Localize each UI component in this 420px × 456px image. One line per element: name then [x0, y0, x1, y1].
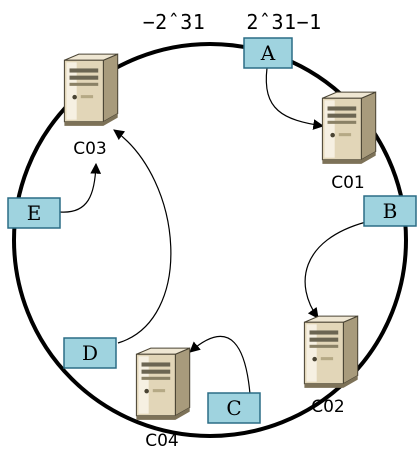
node-label: B	[383, 199, 398, 223]
node-a: A	[243, 37, 293, 69]
node-box	[63, 337, 117, 369]
server-icon	[321, 91, 377, 165]
arrow-c-to-c04	[189, 336, 251, 395]
arrow-a-to-c01	[265, 67, 325, 130]
node-label: E	[27, 201, 42, 225]
node-c: C	[207, 392, 261, 424]
server-c04: C04	[135, 347, 191, 451]
node-label: A	[260, 41, 276, 65]
server-label: C04	[145, 431, 179, 451]
hash-ring	[12, 42, 408, 438]
server-c01: C01	[321, 91, 377, 193]
node-box	[243, 37, 293, 69]
node-d: D	[63, 337, 117, 369]
server-icon	[63, 53, 119, 127]
node-b: B	[363, 195, 417, 227]
node-box	[7, 197, 61, 229]
server-c02: C02	[303, 315, 359, 417]
server-label: C03	[73, 139, 107, 159]
arrow-e-to-c03	[59, 162, 102, 213]
node-label: D	[82, 341, 98, 365]
node-box	[207, 392, 261, 424]
server-icon	[135, 347, 191, 421]
arrow-b-to-c02	[304, 221, 367, 319]
server-label: C02	[311, 397, 345, 417]
node-label: C	[226, 396, 241, 420]
node-e: E	[7, 197, 61, 229]
node-box	[363, 195, 417, 227]
ring-min-label: −2ˆ31	[143, 10, 206, 34]
server-icon	[303, 315, 359, 389]
arrow-d-to-c03	[113, 129, 172, 344]
server-c03: C03	[63, 53, 119, 159]
ring-max-label: 2ˆ31−1	[246, 10, 321, 34]
server-label: C01	[331, 173, 365, 193]
